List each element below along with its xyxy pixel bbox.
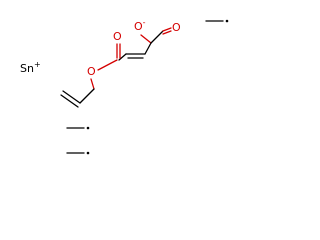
tin-charge: + [34,60,41,69]
bond-carboxyl-carbon [150,30,164,44]
bond-ch-ch2-double-2 [60,94,79,108]
methyl-radical-middle [66,126,90,130]
bond-vinyl-2 [118,53,127,61]
bond-o-ch2 [90,78,95,90]
chemical-structure-diagram: Sn+ O- O O O [20,18,229,155]
radical-dot [86,151,90,155]
methyl-radical-top-right [205,19,229,23]
carboxylate-carbonyl-oxygen: O [172,21,181,34]
oxygen-anion-charge: - [143,18,146,27]
svg-text:O-: O- [134,18,146,33]
tin-symbol: Sn [20,62,34,75]
svg-text:Sn+: Sn+ [20,60,41,75]
methyl-radical-bottom [66,151,90,155]
bond-vinyl-1 [144,42,152,55]
bond-c-o-double-2 [162,30,172,35]
radical-dot [86,126,90,130]
ester-bridging-oxygen: O [87,65,96,78]
bond-ch2-ch [79,88,95,104]
bond-c-o-double-1 [162,27,172,32]
bond-ester-o-c [97,59,118,71]
tin-cation: Sn+ [20,60,41,75]
ester-carbonyl-oxygen: O [113,30,122,43]
bond-ch-ch2-double-1 [62,90,81,104]
carboxylate-oxygen-anion: O- [134,18,146,33]
oxygen-anion-symbol: O [134,20,143,33]
bond-c-o-anion [140,34,152,44]
radical-dot [225,19,229,23]
